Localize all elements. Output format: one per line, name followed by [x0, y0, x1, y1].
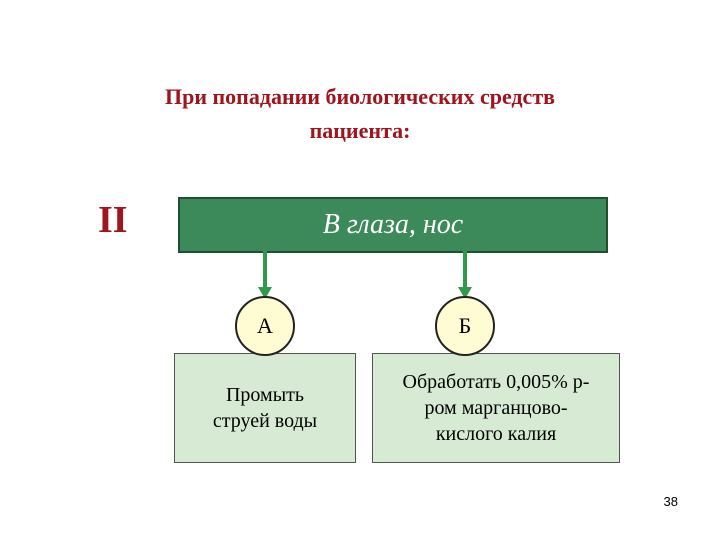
slide-title: При попадании биологических средств паци… [60, 80, 660, 148]
branch-a-marker-label: А [257, 313, 273, 338]
branch-a-marker: А [235, 296, 295, 356]
branch-a-text-line-2: струей воды [212, 410, 318, 432]
branch-b-marker: Б [435, 296, 495, 356]
branch-b-marker-label: Б [458, 313, 472, 338]
branch-a-box: Промыть струей воды [174, 353, 356, 463]
slide-title-line-1: При попадании биологических средств [164, 84, 556, 109]
branch-b-text-line-1: Обработать 0,005% р- [402, 371, 590, 393]
page-number: 38 [663, 494, 678, 509]
branch-a-text-line-1: Промыть [225, 384, 304, 406]
top-node-box: В глаза, нос [178, 197, 608, 253]
arrow-right-line [463, 251, 467, 289]
arrow-left-line [263, 251, 267, 289]
section-marker: II [98, 199, 128, 241]
branch-b-text-line-3: кислого калия [435, 423, 557, 445]
slide-title-line-2: пациента: [309, 118, 411, 143]
branch-b-box: Обработать 0,005% р- ром марганцово- кис… [372, 353, 620, 463]
top-node-label: В глаза, нос [322, 209, 464, 240]
branch-b-text-line-2: ром марганцово- [424, 397, 568, 419]
